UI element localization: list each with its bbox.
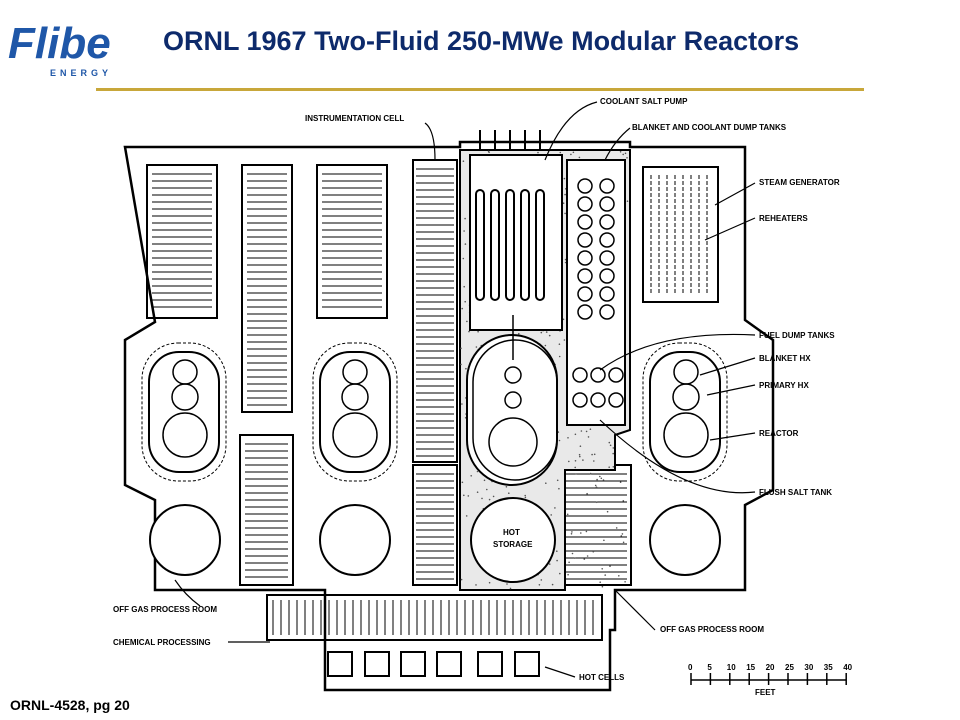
reheater-cell-left bbox=[241, 164, 293, 413]
label-chemical-processing: CHEMICAL PROCESSING bbox=[113, 638, 211, 647]
label-hot-storage-2: STORAGE bbox=[493, 540, 533, 549]
scale-tick-label: 15 bbox=[746, 663, 755, 672]
building-outline bbox=[123, 140, 775, 692]
reactor-cell-1 bbox=[148, 351, 220, 473]
label-reheaters: REHEATERS bbox=[759, 214, 808, 223]
steam-generator-cell-left-1 bbox=[146, 164, 218, 319]
flibe-energy-logo: Flibe ENERGY bbox=[8, 19, 112, 78]
scale-tick-label: 40 bbox=[843, 663, 852, 672]
scale-tick-label: 25 bbox=[785, 663, 794, 672]
dump-tank-bay bbox=[566, 159, 626, 426]
scale-tick-label: 35 bbox=[824, 663, 833, 672]
off-gas-tank-3 bbox=[649, 504, 721, 576]
logo-text: Flibe bbox=[8, 19, 111, 68]
off-gas-tank-1 bbox=[149, 504, 221, 576]
label-reactor: REACTOR bbox=[759, 429, 799, 438]
label-off-gas-process-room-left: OFF GAS PROCESS ROOM bbox=[113, 605, 217, 614]
steam-generator-cell-left-2 bbox=[316, 164, 388, 319]
hot-storage-tank bbox=[470, 497, 556, 583]
label-fuel-dump-tanks: FUEL DUMP TANKS bbox=[759, 331, 835, 340]
off-gas-tank-2 bbox=[319, 504, 391, 576]
instrumentation-cell bbox=[412, 159, 458, 463]
label-blanket-coolant-dump-tanks: BLANKET AND COOLANT DUMP TANKS bbox=[632, 123, 787, 132]
scale-tick-label: 30 bbox=[804, 663, 813, 672]
label-hot-storage-1: HOT bbox=[503, 528, 520, 537]
scale-tick-label: 20 bbox=[766, 663, 775, 672]
label-steam-generator: STEAM GENERATOR bbox=[759, 178, 840, 187]
coolant-pump-bay bbox=[469, 154, 563, 331]
label-coolant-salt-pump: COOLANT SALT PUMP bbox=[600, 97, 688, 106]
scale-tick-label: 10 bbox=[727, 663, 736, 672]
chemical-processing-room bbox=[266, 594, 603, 641]
logo-subtext: ENERGY bbox=[50, 68, 112, 78]
label-blanket-hx: BLANKET HX bbox=[759, 354, 811, 363]
label-hot-cells: HOT CELLS bbox=[579, 673, 625, 682]
label-primary-hx: PRIMARY HX bbox=[759, 381, 809, 390]
cell-right-lower bbox=[560, 464, 632, 586]
source-citation: ORNL-4528, pg 20 bbox=[10, 697, 130, 713]
reactor-cell-4 bbox=[649, 351, 721, 473]
scale-tick-label: 0 bbox=[688, 663, 693, 672]
title-divider bbox=[96, 88, 864, 91]
cell-left-lower bbox=[239, 434, 294, 586]
scale-bar: 0 5 10 15 20 25 30 35 40 FEET bbox=[688, 663, 853, 697]
cell-center-lower bbox=[412, 464, 458, 586]
hot-cells bbox=[327, 651, 540, 677]
label-instrumentation-cell: INSTRUMENTATION CELL bbox=[305, 114, 404, 123]
reactor-cell-2 bbox=[319, 351, 391, 473]
reactor-plant-layout-diagram: INSTRUMENTATION CELL COOLANT SALT PUMP B… bbox=[113, 97, 853, 697]
page-title: ORNL 1967 Two-Fluid 250-MWe Modular Reac… bbox=[163, 26, 800, 56]
scale-unit-label: FEET bbox=[755, 688, 776, 697]
label-flush-salt-tank: FLUSH SALT TANK bbox=[759, 488, 832, 497]
label-off-gas-process-room-right: OFF GAS PROCESS ROOM bbox=[660, 625, 764, 634]
scale-tick-label: 5 bbox=[707, 663, 712, 672]
